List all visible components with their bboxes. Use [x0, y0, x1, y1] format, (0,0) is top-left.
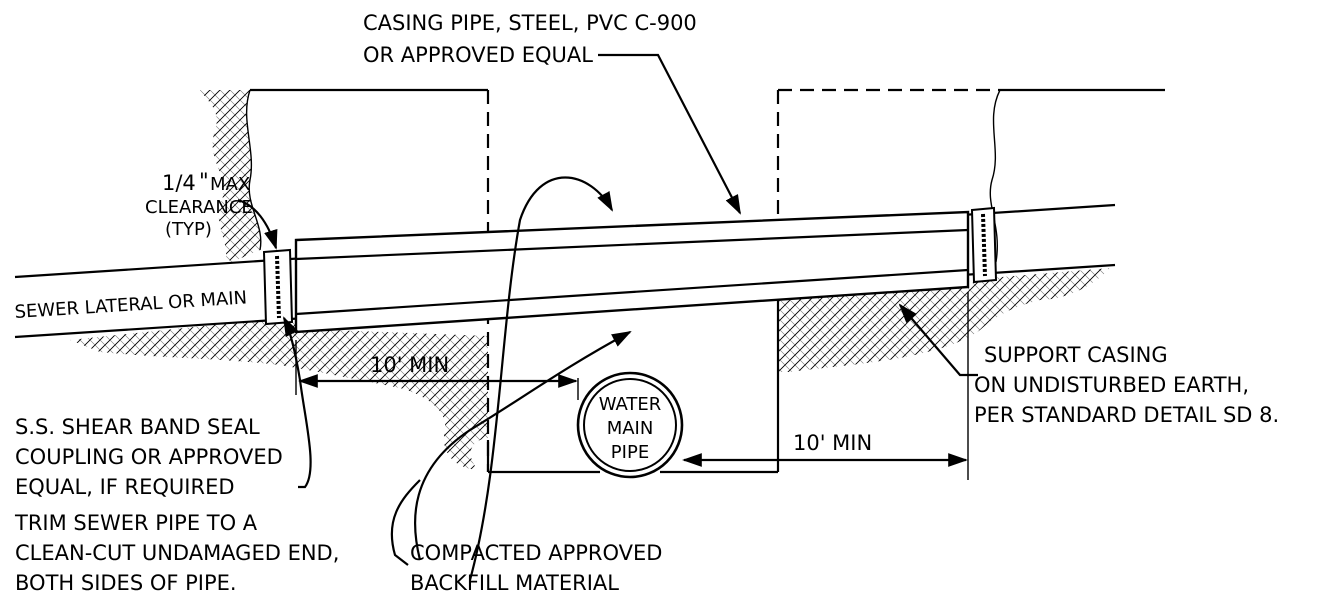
coupling-right [970, 206, 998, 284]
clearance-label-line3: (TYP) [165, 219, 212, 240]
backfill-label-line2: BACKFILL MATERIAL [410, 571, 619, 595]
leader-lines [237, 53, 978, 581]
support-label-line3: PER STANDARD DETAIL SD 8. [974, 403, 1279, 427]
backfill-label-line1: COMPACTED APPROVED [410, 541, 662, 565]
water-label-line1: WATER [599, 394, 662, 415]
water-label-line2: MAIN [607, 418, 654, 439]
water-label-line3: PIPE [611, 442, 649, 463]
clearance-label-line2: CLEARANCE [145, 197, 253, 218]
support-label-line1: SUPPORT CASING [984, 343, 1168, 367]
dimension-left [295, 340, 579, 400]
dimension-right [682, 292, 969, 480]
clearance-quote: " [199, 169, 209, 193]
earth-lower-left [70, 318, 488, 470]
dimension-left-label: 10' MIN [370, 353, 449, 377]
support-label-line2: ON UNDISTURBED EARTH, [974, 373, 1249, 397]
seal-label-line3: EQUAL, IF REQUIRED [15, 475, 235, 499]
coupling-left [262, 248, 294, 326]
labels: CASING PIPE, STEEL, PVC C-900 OR APPROVE… [14, 11, 1279, 595]
clearance-fraction: 1/4 [162, 171, 196, 195]
trim-label-line3: BOTH SIDES OF PIPE. [15, 571, 237, 595]
clearance-max: MAX [210, 174, 250, 195]
trench-outline [246, 88, 1165, 474]
trim-label-line2: CLEAN-CUT UNDAMAGED END, [15, 541, 339, 565]
seal-label-line1: S.S. SHEAR BAND SEAL [15, 415, 260, 439]
casing-pipe [294, 210, 970, 334]
dimension-right-label: 10' MIN [793, 431, 872, 455]
sewer-label: SEWER LATERAL OR MAIN [14, 287, 248, 323]
casing-label-line2: OR APPROVED EQUAL [363, 43, 593, 67]
earth-upper-left [200, 90, 261, 262]
trim-label-line1: TRIM SEWER PIPE TO A [14, 511, 258, 535]
casing-label-line1: CASING PIPE, STEEL, PVC C-900 [363, 11, 697, 35]
seal-label-line2: COUPLING OR APPROVED [15, 445, 283, 469]
water-main-pipe [576, 371, 684, 479]
